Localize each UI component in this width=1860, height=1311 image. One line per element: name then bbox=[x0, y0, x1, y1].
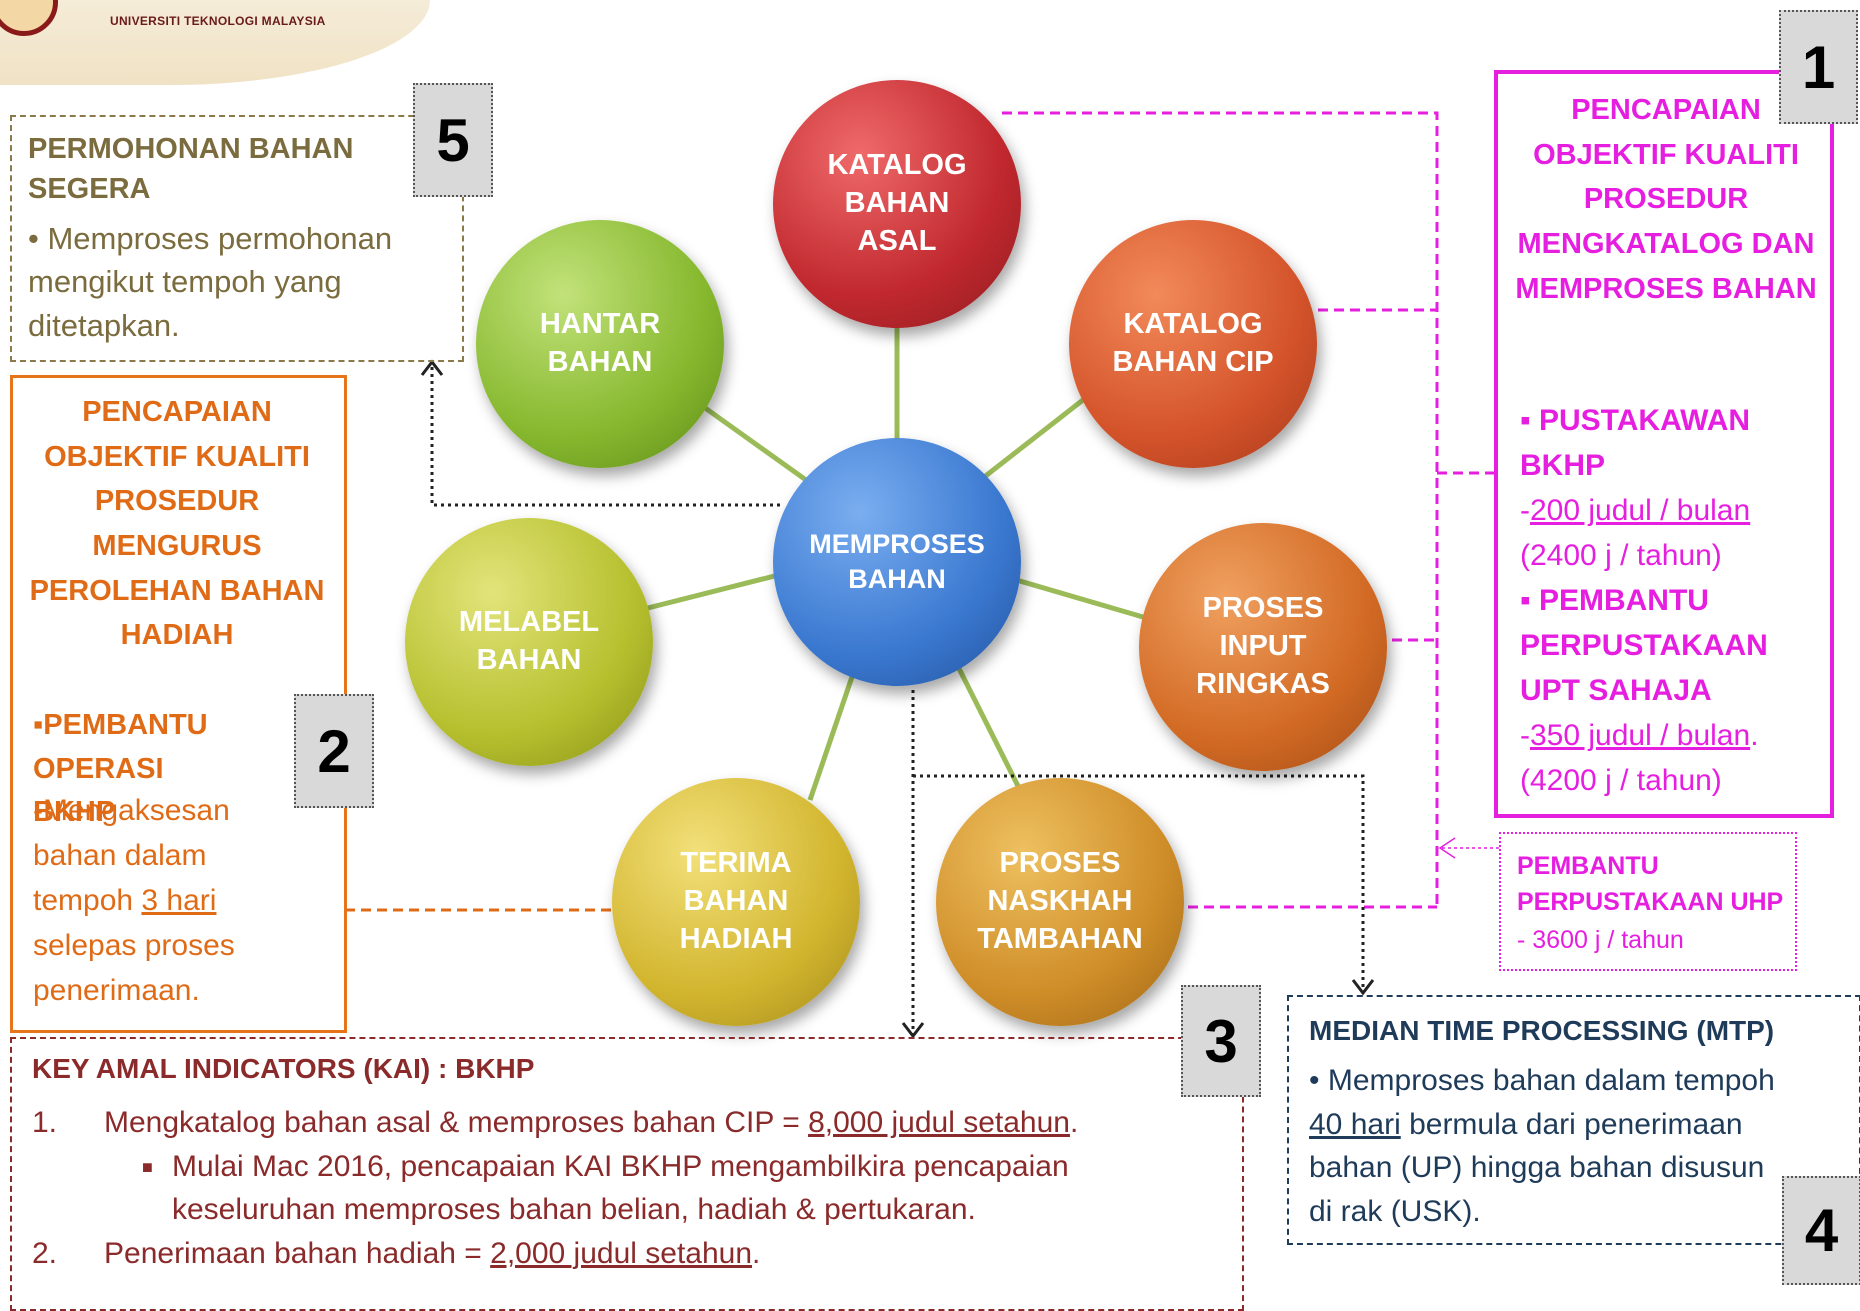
box2-body: -Mengaksesan bahan dalam tempoh 3 hari s… bbox=[33, 788, 273, 1013]
box2-bullet: ▪PEMBANTU OPERASI BKHP bbox=[33, 709, 208, 828]
node-label: KATALOG BAHAN ASAL bbox=[827, 149, 967, 257]
box4-title: MEDIAN TIME PROCESSING (MTP) bbox=[1309, 1015, 1775, 1046]
number-tag-4: 4 bbox=[1782, 1176, 1860, 1285]
box2-body-a: -Mengaksesan bahan dalam tempoh bbox=[33, 794, 230, 917]
box4-body-b: bermula dari penerimaan bahan (UP) hingg… bbox=[1309, 1107, 1765, 1228]
number-tag-3: 3 bbox=[1181, 985, 1261, 1097]
box1-b1-year: (2400 j / tahun) bbox=[1520, 539, 1722, 572]
logo-text: UNIVERSITI TEKNOLOGI MALAYSIA bbox=[110, 14, 326, 28]
node-label: TERIMA BAHAN HADIAH bbox=[679, 847, 793, 955]
box2-title: PENCAPAIAN OBJEKTIF KUALITI PROSEDUR MEN… bbox=[29, 396, 325, 652]
kai-item-1-text: Mengkatalog bahan asal & memproses bahan… bbox=[104, 1106, 809, 1139]
node-proses-input-ringkas: PROSES INPUT RINGKAS bbox=[1139, 523, 1387, 771]
box-key-amal-indicators: KEY AMAL INDICATORS (KAI) : BKHP 1. Meng… bbox=[10, 1037, 1244, 1311]
node-terima-bahan-hadiah: TERIMA BAHAN HADIAH bbox=[612, 778, 860, 1026]
box2-body-b: selepas proses penerimaan. bbox=[33, 929, 235, 1007]
box-median-time-processing: MEDIAN TIME PROCESSING (MTP) • Memproses… bbox=[1287, 995, 1860, 1245]
node-label: PROSES NASKHAH TAMBAHAN bbox=[977, 847, 1143, 955]
uhp-value: - 3600 j / tahun bbox=[1517, 926, 1684, 954]
box4-days: 40 hari bbox=[1309, 1107, 1401, 1141]
box5-body: • Memproses permohonan mengikut tempoh y… bbox=[28, 221, 393, 343]
node-label: MELABEL BAHAN bbox=[458, 606, 600, 676]
kai-item-2-text: Penerimaan bahan hadiah = bbox=[104, 1236, 491, 1270]
box-objektif-katalog: PENCAPAIAN OBJEKTIF KUALITI PROSEDUR MEN… bbox=[1494, 70, 1834, 818]
box-pembantu-uhp: PEMBANTU PERPUSTAKAAN UHP - 3600 j / tah… bbox=[1499, 832, 1797, 971]
arrow-to-box5 bbox=[430, 362, 780, 507]
box3-list: 1. Mengkatalog bahan asal & memproses ba… bbox=[32, 1101, 1232, 1275]
box1-b2-year: (4200 j / tahun) bbox=[1520, 764, 1722, 797]
node-katalog-bahan-cip: KATALOG BAHAN CIP bbox=[1069, 220, 1317, 468]
kai-item-2-num: 2. bbox=[32, 1236, 58, 1270]
node-memproses-bahan-center: MEMPROSES BAHAN bbox=[773, 438, 1021, 686]
box1-body: ▪ PUSTAKAWAN BKHP -200 judul / bulan (24… bbox=[1520, 398, 1816, 803]
node-label: PROSES INPUT RINGKAS bbox=[1196, 592, 1330, 700]
kai-item-2: 2. Penerimaan bahan hadiah = 2,000 judul… bbox=[32, 1232, 1232, 1276]
magenta-connectors bbox=[1002, 111, 1497, 909]
node-proses-naskhah-tambahan: PROSES NASKHAH TAMBAHAN bbox=[936, 778, 1184, 1026]
box4-body-a: • Memproses bahan dalam tempoh bbox=[1309, 1064, 1775, 1097]
uhp-title: PEMBANTU PERPUSTAKAAN UHP bbox=[1517, 852, 1784, 917]
kai-sub-item: ■ Mulai Mac 2016, pencapaian KAI BKHP me… bbox=[32, 1145, 1232, 1232]
box-permohonan-segera: PERMOHONAN BAHAN SEGERA • Memproses perm… bbox=[10, 115, 464, 362]
kai-item-1-num: 1. bbox=[32, 1106, 58, 1139]
center-label: MEMPROSES BAHAN bbox=[809, 528, 985, 594]
arrow-to-box4 bbox=[913, 774, 1365, 990]
kai-item-1: 1. Mengkatalog bahan asal & memproses ba… bbox=[32, 1101, 1232, 1145]
node-hantar-bahan: HANTAR BAHAN bbox=[476, 220, 724, 468]
box1-b1-title: ▪ PUSTAKAWAN BKHP bbox=[1520, 404, 1751, 482]
box1-b2-title: ▪ PEMBANTU PERPUSTAKAAN UPT SAHAJA bbox=[1520, 584, 1768, 707]
box5-title: PERMOHONAN BAHAN SEGERA bbox=[28, 133, 354, 206]
box1-title: PENCAPAIAN OBJEKTIF KUALITI PROSEDUR MEN… bbox=[1515, 94, 1817, 305]
box1-b2-target: 350 judul / bulan bbox=[1530, 719, 1751, 752]
box4-body: • Memproses bahan dalam tempoh 40 hari b… bbox=[1309, 1059, 1779, 1233]
box2-days: 3 hari bbox=[141, 884, 217, 917]
kai-sub-text: Mulai Mac 2016, pencapaian KAI BKHP meng… bbox=[172, 1149, 1069, 1227]
black-arrows bbox=[430, 362, 1365, 1035]
number-tag-1: 1 bbox=[1779, 10, 1858, 124]
node-label: HANTAR BAHAN bbox=[539, 308, 661, 378]
number-tag-2: 2 bbox=[294, 694, 374, 808]
box3-title: KEY AMAL INDICATORS (KAI) : BKHP bbox=[32, 1053, 535, 1084]
node-katalog-bahan-asal: KATALOG BAHAN ASAL bbox=[773, 80, 1021, 328]
uhp-arrow bbox=[1438, 837, 1499, 859]
square-bullet-icon: ■ bbox=[142, 1156, 153, 1177]
node-label: KATALOG BAHAN CIP bbox=[1112, 308, 1274, 378]
box1-b1-target: 200 judul / bulan bbox=[1530, 494, 1751, 527]
node-melabel-bahan: MELABEL BAHAN bbox=[405, 518, 653, 766]
kai-item-1-target: 8,000 judul setahun bbox=[808, 1106, 1070, 1139]
link-katalog-asal bbox=[1002, 111, 1439, 907]
box-objektif-hadiah: PENCAPAIAN OBJEKTIF KUALITI PROSEDUR MEN… bbox=[10, 375, 347, 1033]
number-tag-5: 5 bbox=[413, 83, 493, 197]
kai-item-2-target: 2,000 judul setahun bbox=[490, 1236, 753, 1270]
